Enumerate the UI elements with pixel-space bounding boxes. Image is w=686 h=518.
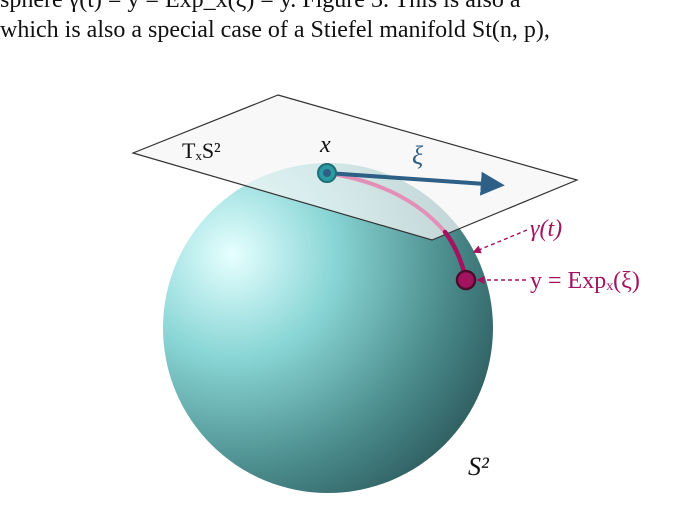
geodesic-label: γ(t) — [530, 216, 562, 242]
tangent-plane — [131, 94, 579, 241]
tangent-space-label: TₓS² — [182, 138, 221, 163]
paper-text-line-2: which is also a special case of a Stiefe… — [0, 17, 550, 43]
exp-label: y = Expₓ(ξ) — [530, 268, 640, 294]
geodesic-label-pointer — [472, 229, 528, 254]
tangent-vector-arrow — [326, 171, 505, 196]
point-x-core — [323, 169, 331, 177]
sphere — [163, 163, 493, 493]
tangent-vector-label: ξ — [412, 141, 424, 170]
paper-text-line-1: sphere γ(t) = y = Exp_x(ξ) = y. Figure 3… — [0, 0, 521, 13]
sphere-label: S² — [468, 452, 490, 481]
point-y-marker — [455, 269, 477, 291]
point-x-label: x — [319, 132, 331, 158]
